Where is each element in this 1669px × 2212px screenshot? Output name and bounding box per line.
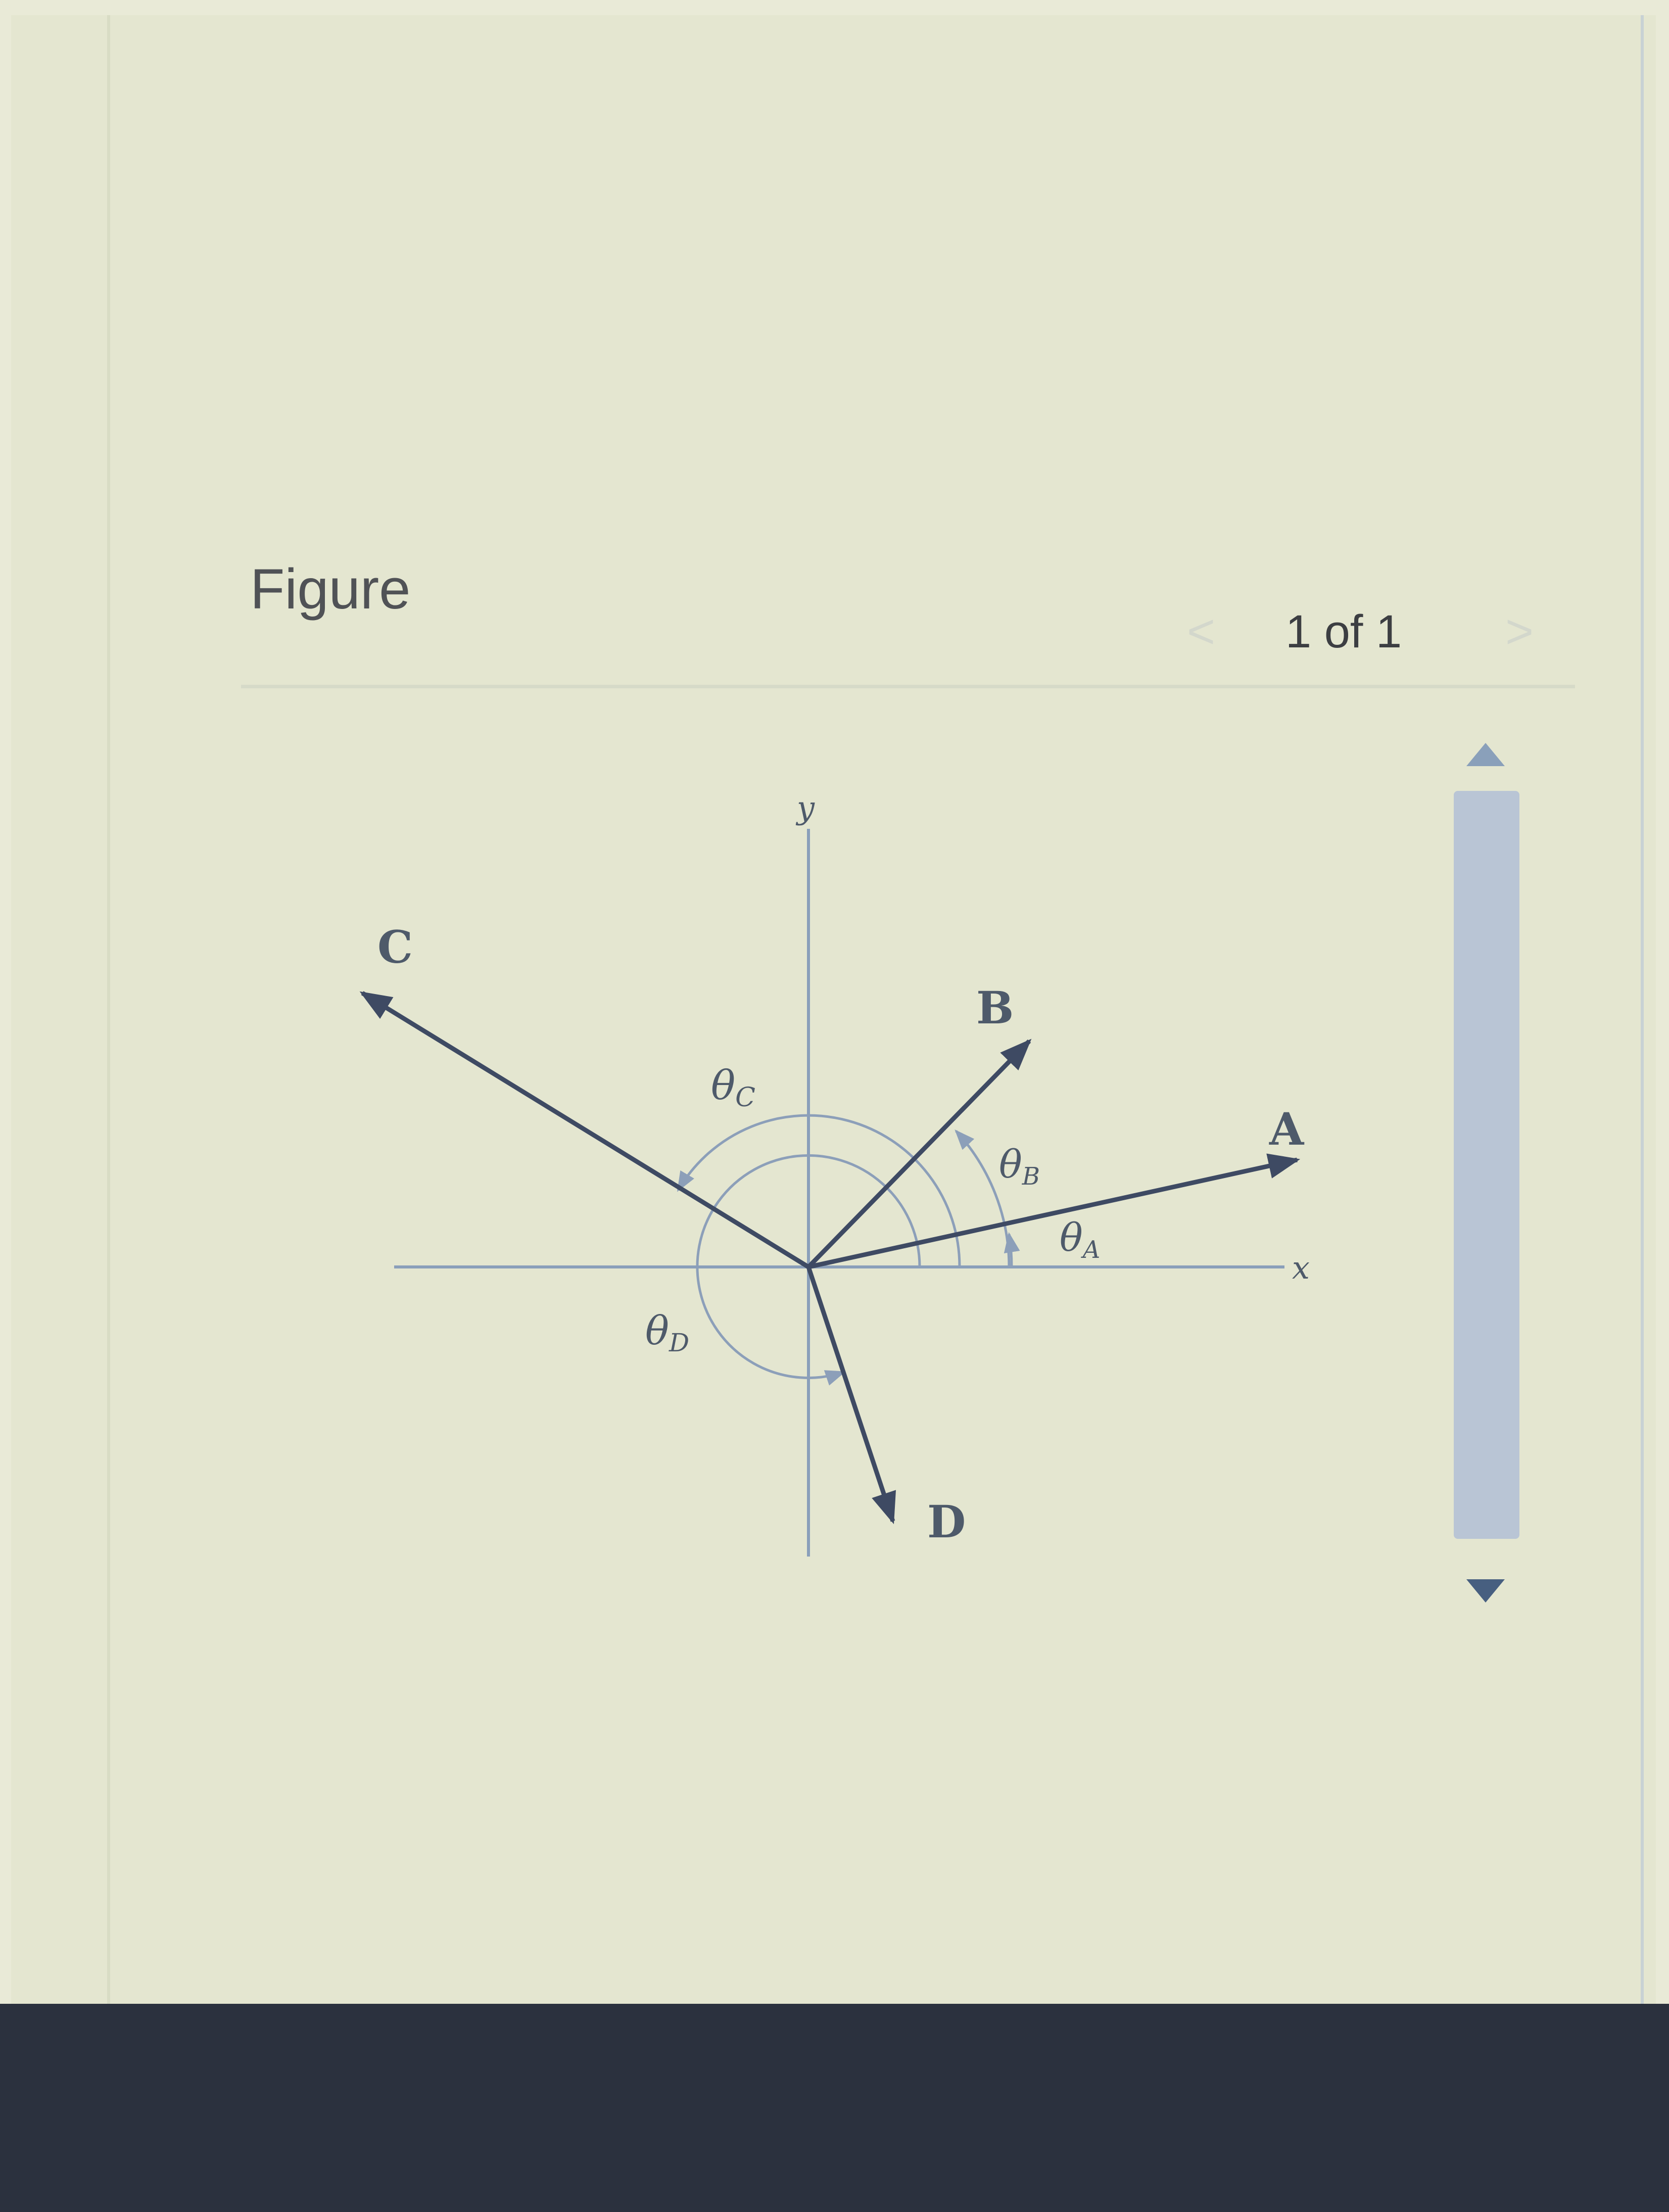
header-divider [241, 685, 1575, 688]
scroll-up-arrow-icon[interactable] [1466, 743, 1505, 766]
previous-figure-button[interactable]: < [1186, 604, 1216, 658]
figure-title: Figure [250, 557, 411, 621]
vector-label-c: C [377, 921, 413, 973]
right-border [1641, 15, 1644, 2004]
y-axis-label: y [795, 789, 815, 826]
angle-arc-a [1004, 1232, 1020, 1267]
vector-c [359, 991, 810, 1269]
next-figure-button[interactable]: > [1505, 604, 1534, 658]
figure-pager: < 1 of 1 > [1173, 601, 1567, 662]
vector-label-b: B [976, 981, 1014, 1034]
angle-label-theta-d: θD [645, 1308, 689, 1357]
x-axis-label: x [1292, 1249, 1310, 1286]
left-border [107, 15, 110, 2004]
monitor-bezel [0, 2004, 1669, 2212]
angle-arc-b [955, 1129, 1011, 1267]
angle-arc-c [677, 1114, 961, 1267]
vector-d [806, 1266, 896, 1524]
scrollbar-thumb[interactable] [1454, 791, 1519, 1539]
vector-diagram: x y A B C D θC θB θA θD [359, 789, 1310, 1557]
vector-label-a: A [1269, 1103, 1305, 1155]
angle-label-theta-c: θC [711, 1062, 755, 1113]
angle-label-theta-b: θB [999, 1142, 1040, 1191]
vector-b [806, 1039, 1032, 1269]
angle-label-theta-a: θA [1060, 1215, 1100, 1264]
page-counter: 1 of 1 [1285, 606, 1402, 657]
vector-label-d: D [927, 1495, 966, 1548]
screen: Figure < 1 of 1 > x y A B C D θC [11, 15, 1656, 2004]
scroll-down-arrow-icon[interactable] [1466, 1579, 1505, 1603]
vector-a [808, 1153, 1301, 1269]
vertical-scrollbar[interactable] [1446, 743, 1519, 1637]
